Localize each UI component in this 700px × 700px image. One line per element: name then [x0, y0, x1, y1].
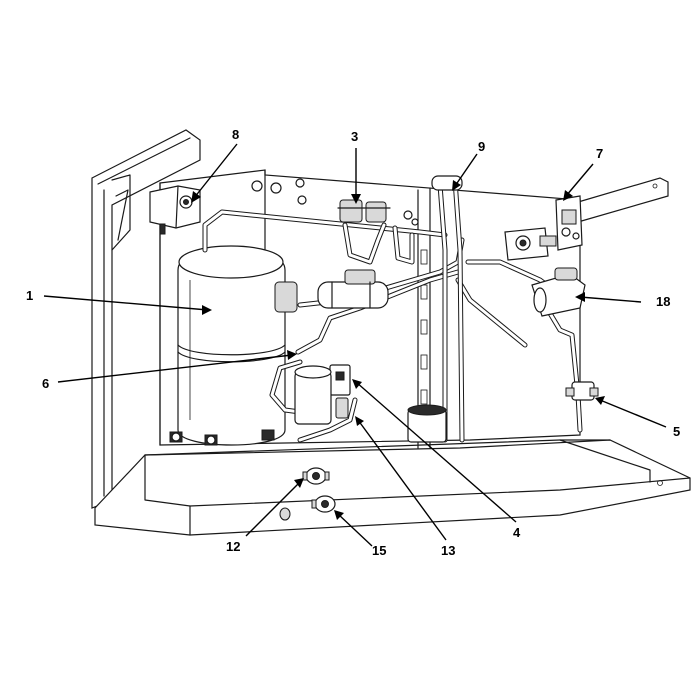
leader-6	[57, 354, 293, 383]
leader-18	[579, 296, 642, 303]
control-module	[504, 195, 583, 261]
leader-15	[337, 513, 373, 547]
leader-9	[454, 153, 478, 187]
leader-8	[193, 143, 238, 199]
leader-12	[245, 481, 301, 537]
callout-5: 5	[673, 424, 680, 439]
drier-filter	[317, 269, 389, 309]
callout-3: 3	[351, 129, 358, 144]
callout-15: 15	[372, 543, 386, 558]
pressure-switch-box	[149, 185, 201, 235]
leader-1	[43, 295, 209, 311]
refrigerant-piping	[202, 177, 583, 443]
leader-13	[357, 419, 447, 541]
expansion-valve	[531, 267, 586, 317]
callout-8: 8	[232, 127, 239, 142]
leader-5	[599, 399, 667, 428]
callout-1: 1	[26, 288, 33, 303]
callout-7: 7	[596, 146, 603, 161]
callout-4: 4	[513, 525, 521, 540]
callout-13: 13	[441, 543, 455, 558]
callout-6: 6	[42, 376, 49, 391]
callout-9: 9	[478, 139, 485, 154]
base-port-15	[311, 495, 336, 513]
accumulator	[294, 365, 332, 425]
callout-18: 18	[656, 294, 670, 309]
callout-labels: 1 3 4 5 6 7 8 9 12 13 15 18	[26, 127, 680, 558]
leader-7	[565, 163, 594, 197]
motor-capacitor	[407, 404, 447, 443]
base-port-12	[302, 467, 330, 485]
leader-4	[355, 381, 517, 523]
high-pressure-switch	[329, 364, 351, 419]
access-valve	[565, 381, 599, 401]
top-fittings	[251, 178, 419, 226]
leader-lines	[43, 143, 667, 547]
callout-12: 12	[226, 539, 240, 554]
solenoid-valve	[337, 199, 391, 223]
compressor	[169, 245, 298, 446]
